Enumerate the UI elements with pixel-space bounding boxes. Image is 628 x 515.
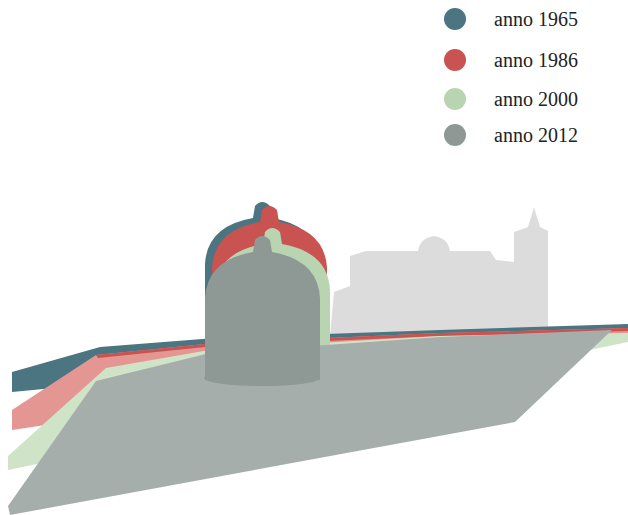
legend-swatch xyxy=(444,49,466,71)
dome-2012 xyxy=(205,236,320,380)
background-cathedral xyxy=(330,207,548,336)
legend-text: anno 2012 xyxy=(494,122,578,148)
legend: anno 1965 anno 1986 anno 2000 anno 2012 xyxy=(0,0,628,160)
legend-text: anno 1965 xyxy=(494,6,578,32)
legend-swatch xyxy=(444,124,466,146)
legend-text: anno 1986 xyxy=(494,47,578,73)
legend-text: anno 2000 xyxy=(494,86,578,112)
legend-swatch xyxy=(444,88,466,110)
legend-swatch xyxy=(444,8,466,30)
dome-2012-base xyxy=(204,370,320,386)
